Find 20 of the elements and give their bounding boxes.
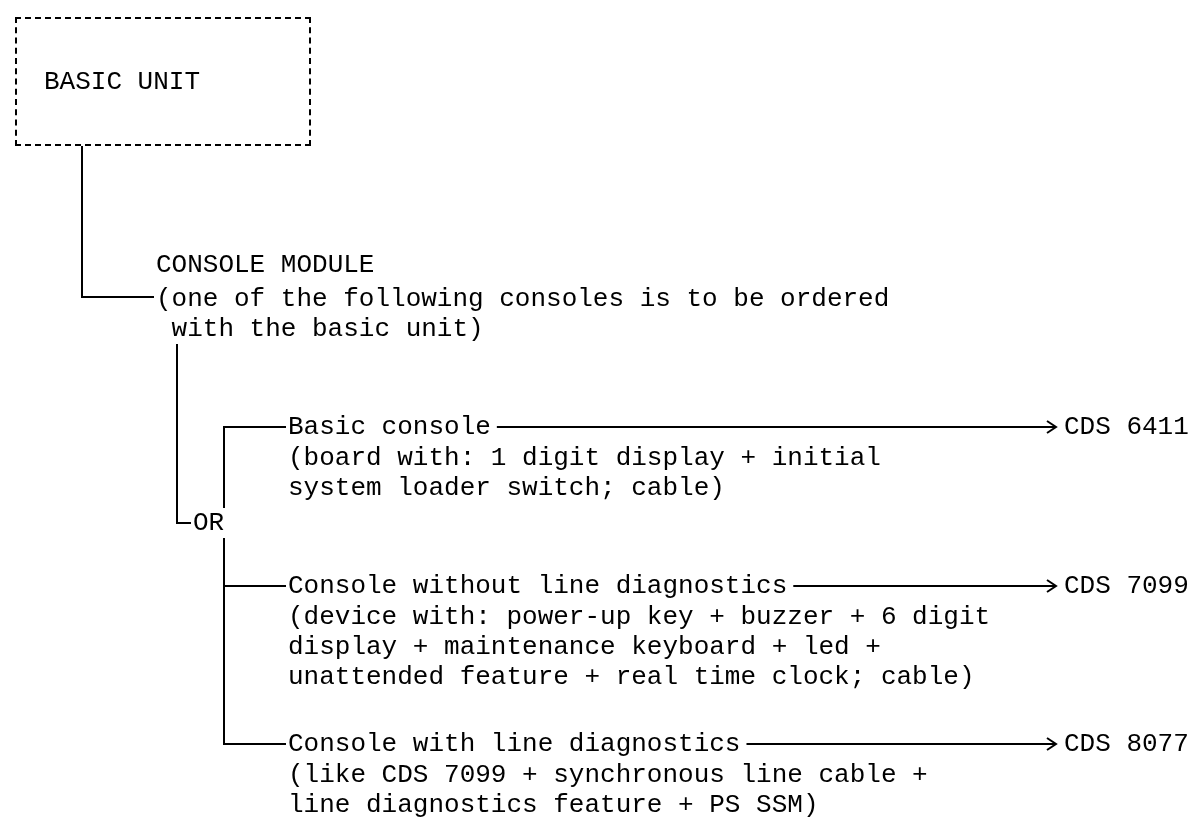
node-note: (one of the following consoles is to be ordered with the basic unit) (156, 284, 891, 344)
node-note: (board with: 1 digit display + initial system loader switch; cable) (288, 443, 882, 503)
node-text: Basic console (288, 412, 491, 442)
arrow (745, 737, 1057, 751)
arrow (495, 420, 1057, 434)
node-text: Console without line diagnostics (288, 571, 788, 601)
connector-line (176, 343, 192, 524)
unit-box: BASIC UNIT (15, 17, 311, 146)
node-note: (device with: power-up key + buzzer + 6 digit display + maintenance keyboard + led + unattended feature + real time clock; cable) (288, 602, 992, 692)
connector-line (81, 145, 155, 298)
node-note: (like CDS 7099 + synchronous line cable + line diagnostics feature + PS SSM) (288, 760, 929, 820)
node-text: OR (193, 508, 225, 538)
connector-line (223, 537, 287, 745)
node-text: Console with line diagnostics (288, 729, 741, 759)
node-text: CDS 6411 (1064, 412, 1189, 442)
node-text: CDS 8077 (1064, 729, 1189, 759)
node-text: CDS 7099 (1064, 571, 1189, 601)
connector-line (223, 426, 287, 509)
node-title: CONSOLE MODULE (156, 250, 376, 280)
arrow (792, 579, 1057, 593)
